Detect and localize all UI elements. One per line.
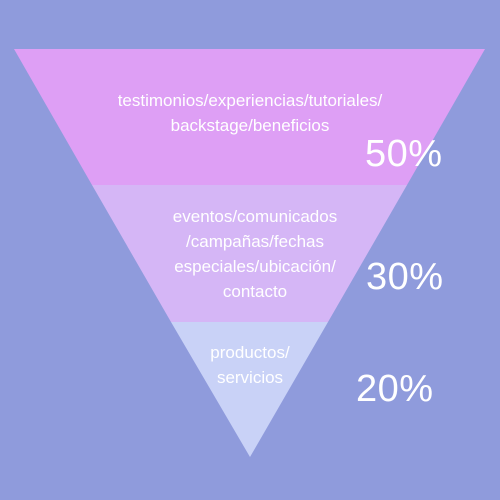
tier-2-line-3: especiales/ubicación/ [174,257,336,277]
funnel-tier-1-label: testimonios/experiencias/tutoriales/ bac… [40,88,460,138]
funnel-tier-1-percent: 50% [365,133,443,175]
funnel-tier-2-label: eventos/comunicados /campañas/fechas esp… [90,204,420,305]
funnel-tier-2-shape [92,185,407,322]
tier-3-line-2: servicios [216,368,284,388]
tier-3-line-1: productos/ [210,343,290,362]
tier-2-line-1: eventos/comunicados [172,207,338,226]
funnel-tier-2-percent: 30% [366,256,444,298]
funnel-tier-3-percent: 20% [356,368,434,410]
tier-1-line-2: backstage/beneficios [170,116,330,136]
funnel-tier-1-shape [14,49,485,185]
funnel-tier-3-label: productos/ servicios [150,340,350,390]
tier-2-line-2: /campañas/fechas [186,232,324,252]
tier-1-line-1: testimonios/experiencias/tutoriales/ [117,91,383,110]
tier-2-line-4: contacto [222,282,288,302]
funnel-tier-3-shape [171,322,328,457]
